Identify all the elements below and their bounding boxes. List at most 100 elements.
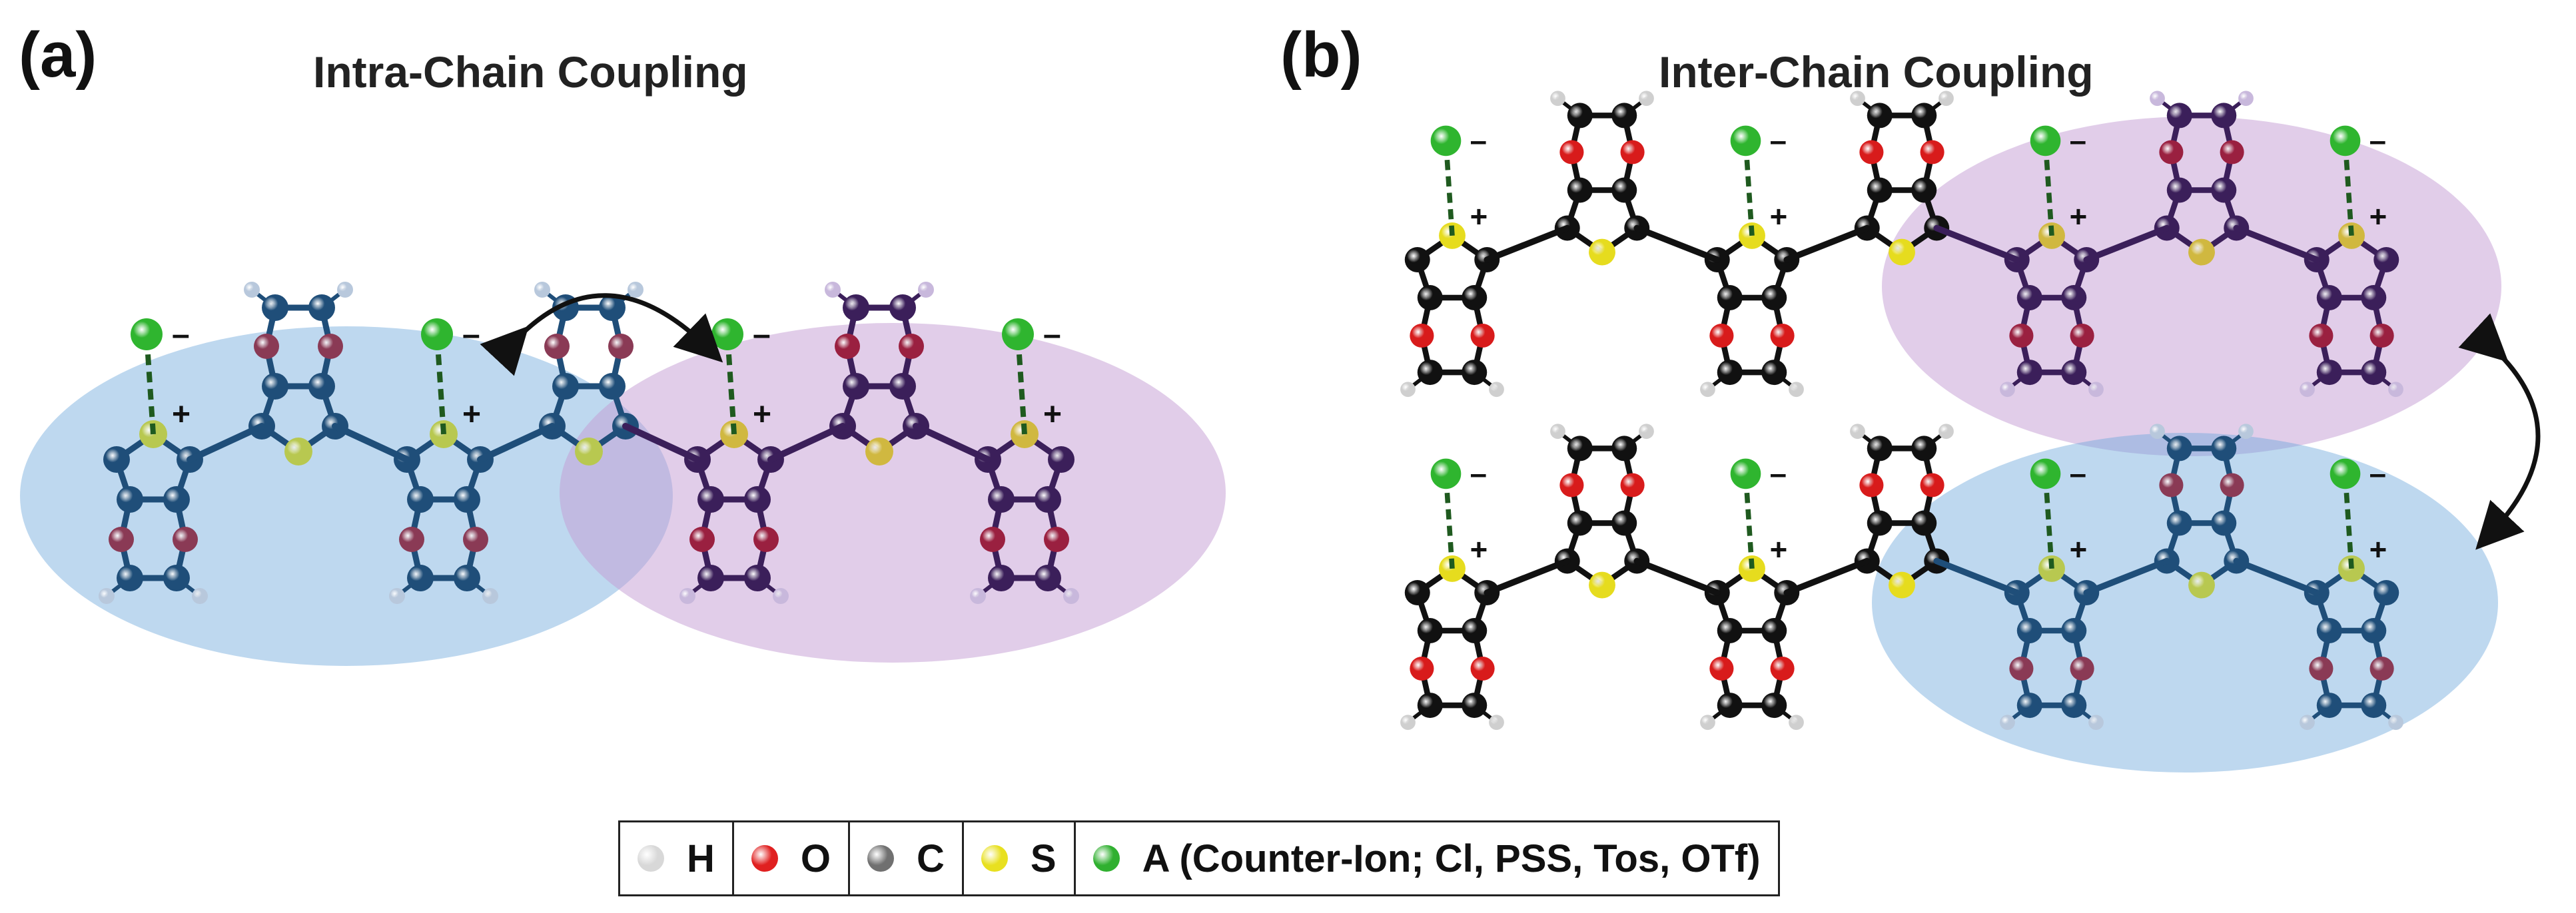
sulfur-atom bbox=[1589, 571, 1615, 599]
carbon-atom bbox=[2373, 247, 2399, 272]
carbon-atom bbox=[1462, 360, 1488, 386]
carbon-atom bbox=[2361, 360, 2387, 386]
positive-charge-label: + bbox=[1470, 533, 1488, 567]
carbon-atom bbox=[1417, 618, 1443, 643]
hydrogen-atom bbox=[1938, 91, 1954, 107]
oxygen-atom bbox=[318, 334, 343, 359]
negative-charge-label: – bbox=[2070, 457, 2086, 491]
carbon-atom bbox=[308, 373, 335, 400]
positive-charge-label: + bbox=[2369, 200, 2387, 234]
legend-label-a: A (Counter-Ion; Cl, PSS, Tos, OTf) bbox=[1142, 836, 1761, 880]
carbon-atom bbox=[1717, 618, 1743, 643]
bond bbox=[2233, 557, 2320, 596]
carbon-atom bbox=[1567, 436, 1593, 461]
oxygen-atom bbox=[1559, 473, 1584, 497]
purple-coupling-region bbox=[1882, 117, 2501, 456]
oxygen-atom bbox=[1709, 656, 1734, 681]
carbon-atom bbox=[2061, 285, 2087, 310]
hydrogen-atom bbox=[1550, 91, 1565, 107]
carbon-atom bbox=[1567, 103, 1593, 129]
hydrogen-atom bbox=[1489, 382, 1504, 398]
oxygen-atom bbox=[1770, 323, 1795, 348]
legend-label-o: O bbox=[800, 836, 831, 880]
carbon-atom bbox=[2211, 436, 2237, 461]
positive-charge-label: + bbox=[1770, 533, 1788, 567]
hydrogen-atom bbox=[1400, 715, 1416, 731]
oxygen-atom bbox=[2009, 323, 2034, 348]
negative-charge-label: – bbox=[2369, 457, 2386, 491]
negative-charge-label: – bbox=[462, 317, 480, 352]
carbon-atom bbox=[1717, 360, 1743, 386]
edot-unit bbox=[1850, 424, 1954, 599]
edot-unit: –+ bbox=[679, 317, 789, 604]
carbon-atom bbox=[1417, 693, 1443, 719]
polymer-chains: –+–+–+–+–+–+–+–+–+–+–+–+ bbox=[99, 91, 2403, 731]
panel-a-title: Intra-Chain Coupling bbox=[313, 47, 748, 97]
oxygen-atom bbox=[1470, 323, 1495, 348]
hydrogen-atom bbox=[918, 282, 934, 298]
hydrogen-atom bbox=[2300, 382, 2315, 398]
hydrogen-atom bbox=[773, 588, 789, 604]
carbon-atom bbox=[2361, 285, 2387, 310]
counter-ion-atom bbox=[2030, 125, 2061, 156]
hydrogen-atom bbox=[2000, 715, 2015, 731]
hydrogen-atom bbox=[192, 588, 208, 604]
oxygen-atom bbox=[1620, 473, 1645, 497]
hydrogen-atom bbox=[2088, 715, 2104, 731]
carbon-atom bbox=[1761, 360, 1787, 386]
carbon-atom bbox=[1417, 285, 1443, 310]
counter-ion-atom bbox=[1730, 125, 1761, 156]
edot-unit bbox=[244, 282, 353, 465]
carbon-atom bbox=[1462, 285, 1488, 310]
bond bbox=[1633, 557, 1721, 596]
carbon-atom bbox=[1717, 285, 1743, 310]
positive-charge-label: + bbox=[462, 397, 481, 432]
oxygen-atom bbox=[2009, 656, 2034, 681]
carbon-atom bbox=[2361, 693, 2387, 719]
panel-b-label: (b) bbox=[1280, 19, 1362, 91]
positive-charge-label: + bbox=[753, 397, 771, 432]
edot-unit bbox=[1550, 424, 1654, 599]
carbon-atom bbox=[2016, 285, 2042, 310]
counter-ion-atom bbox=[1430, 125, 1462, 156]
oxygen-atom bbox=[1920, 140, 1944, 164]
negative-charge-label: – bbox=[1470, 457, 1487, 491]
oxygen-atom bbox=[2220, 140, 2244, 164]
bond bbox=[2083, 224, 2170, 263]
oxygen-atom bbox=[1559, 140, 1584, 164]
oxygen-atom bbox=[2220, 473, 2244, 497]
hydrogen-atom bbox=[1850, 424, 1865, 440]
carbon-atom bbox=[1611, 436, 1637, 461]
counter-ion-atom bbox=[711, 318, 743, 350]
coupling-arrows bbox=[480, 293, 2541, 550]
edot-unit: –+ bbox=[1400, 124, 1504, 398]
carbon-atom bbox=[1611, 177, 1637, 203]
oxygen-atom bbox=[753, 527, 779, 552]
counter-ion-atom bbox=[1730, 458, 1761, 489]
carbon-atom bbox=[2061, 693, 2087, 719]
counter-ion-atom bbox=[2030, 458, 2061, 489]
edot-unit: –+ bbox=[2300, 124, 2403, 398]
edot-unit: –+ bbox=[1400, 457, 1504, 731]
bond bbox=[332, 423, 410, 463]
carbon-atom bbox=[552, 373, 579, 400]
carbon-atom bbox=[454, 486, 480, 513]
edot-unit bbox=[1850, 91, 1954, 266]
sulfur-atom-icon bbox=[981, 845, 1008, 872]
bond bbox=[1484, 557, 1571, 596]
carbon-atom bbox=[1911, 510, 1937, 536]
carbon-atom bbox=[117, 565, 143, 591]
negative-charge-label: – bbox=[2369, 124, 2386, 158]
hydrogen-atom bbox=[1700, 715, 1715, 731]
carbon-atom-icon bbox=[867, 845, 895, 872]
legend-item-a: A (Counter-Ion; Cl, PSS, Tos, OTf) bbox=[1076, 822, 1778, 894]
edot-unit: –+ bbox=[2000, 124, 2104, 398]
hydrogen-atom bbox=[1400, 382, 1416, 398]
oxygen-atom bbox=[2159, 140, 2184, 164]
carbon-atom bbox=[454, 565, 480, 591]
carbon-atom bbox=[2061, 360, 2087, 386]
carbon-atom bbox=[262, 294, 288, 321]
oxygen-atom bbox=[463, 527, 488, 552]
bond bbox=[1933, 224, 2020, 263]
carbon-atom bbox=[1048, 446, 1074, 473]
